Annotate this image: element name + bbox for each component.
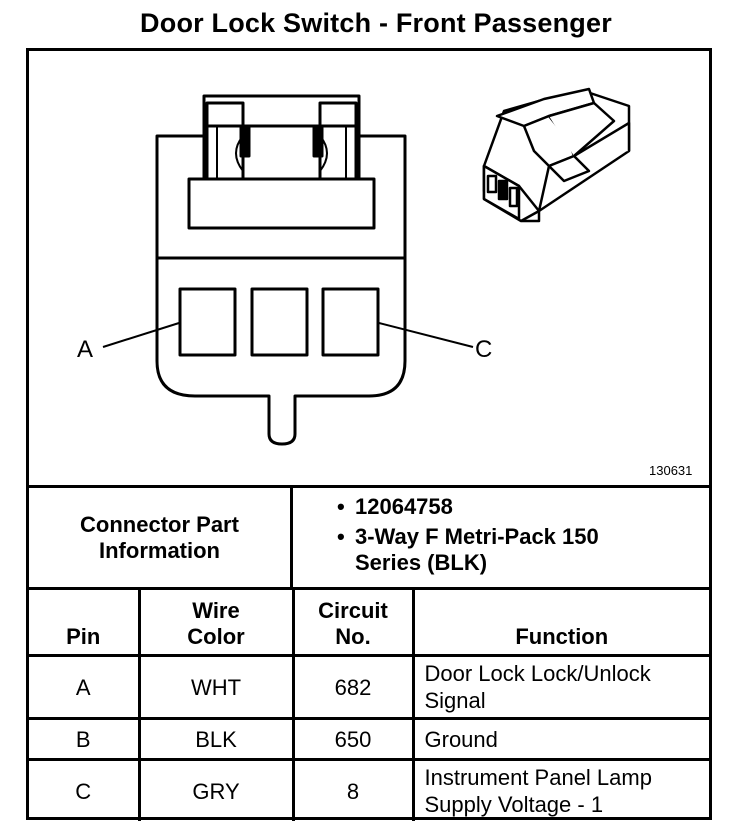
connector-diagram: A C 130631 bbox=[29, 51, 709, 485]
connector-part-info-list: • 12064758 • 3-Way F Metri-Pack 150 Seri… bbox=[293, 490, 615, 576]
table-row: B BLK 650 Ground bbox=[29, 717, 709, 761]
cell-circuit: 8 bbox=[291, 758, 415, 821]
cell-pin: B bbox=[29, 717, 141, 761]
part-info-item: • 3-Way F Metri-Pack 150 Series (BLK) bbox=[293, 524, 615, 576]
part-number: 12064758 bbox=[355, 494, 453, 519]
callout-c: C bbox=[475, 336, 492, 363]
header-function: Function bbox=[411, 587, 709, 657]
bullet-icon: • bbox=[337, 524, 345, 549]
diagram-frame: A C 130631 Conne bbox=[26, 48, 712, 821]
connector-type: 3-Way F Metri-Pack 150 Series (BLK) bbox=[355, 524, 599, 575]
cell-circuit: 650 bbox=[291, 717, 415, 761]
connector-part-info-label-text: Connector Part Information bbox=[80, 511, 239, 563]
cell-wire-color: WHT bbox=[137, 654, 295, 720]
part-info-item: • 12064758 bbox=[293, 494, 615, 520]
callout-a: A bbox=[77, 336, 93, 363]
table-row: A WHT 682 Door Lock Lock/Unlock Signal bbox=[29, 654, 709, 720]
cell-pin: A bbox=[29, 654, 141, 720]
connector-3d-view-icon bbox=[482, 87, 631, 223]
cell-pin: C bbox=[29, 758, 141, 821]
cell-wire-color: GRY bbox=[137, 758, 295, 821]
header-circuit-no: Circuit No. bbox=[291, 587, 415, 657]
cell-wire-color: BLK bbox=[137, 717, 295, 761]
bullet-icon: • bbox=[337, 494, 345, 519]
header-wire-color: Wire Color bbox=[137, 587, 295, 657]
figure-number: 130631 bbox=[649, 463, 692, 478]
connector-part-info: Connector Part Information • 12064758 • … bbox=[29, 485, 709, 587]
pin-table-header: Pin Wire Color Circuit No. Function bbox=[29, 587, 709, 657]
cell-function: Instrument Panel Lamp Supply Voltage - 1 bbox=[411, 758, 709, 821]
pin-table: Pin Wire Color Circuit No. Function A WH… bbox=[29, 587, 709, 821]
connector-drawing: A C 130631 bbox=[77, 87, 692, 478]
header-pin: Pin bbox=[29, 587, 141, 657]
cell-function: Door Lock Lock/Unlock Signal bbox=[411, 654, 709, 720]
cell-function: Ground bbox=[411, 717, 709, 761]
connector-face-view-icon bbox=[102, 94, 474, 446]
table-row: C GRY 8 Instrument Panel Lamp Supply Vol… bbox=[29, 758, 709, 821]
page-title: Door Lock Switch - Front Passenger bbox=[140, 8, 612, 38]
cell-circuit: 682 bbox=[291, 654, 415, 720]
connector-part-info-label: Connector Part Information bbox=[29, 488, 293, 587]
